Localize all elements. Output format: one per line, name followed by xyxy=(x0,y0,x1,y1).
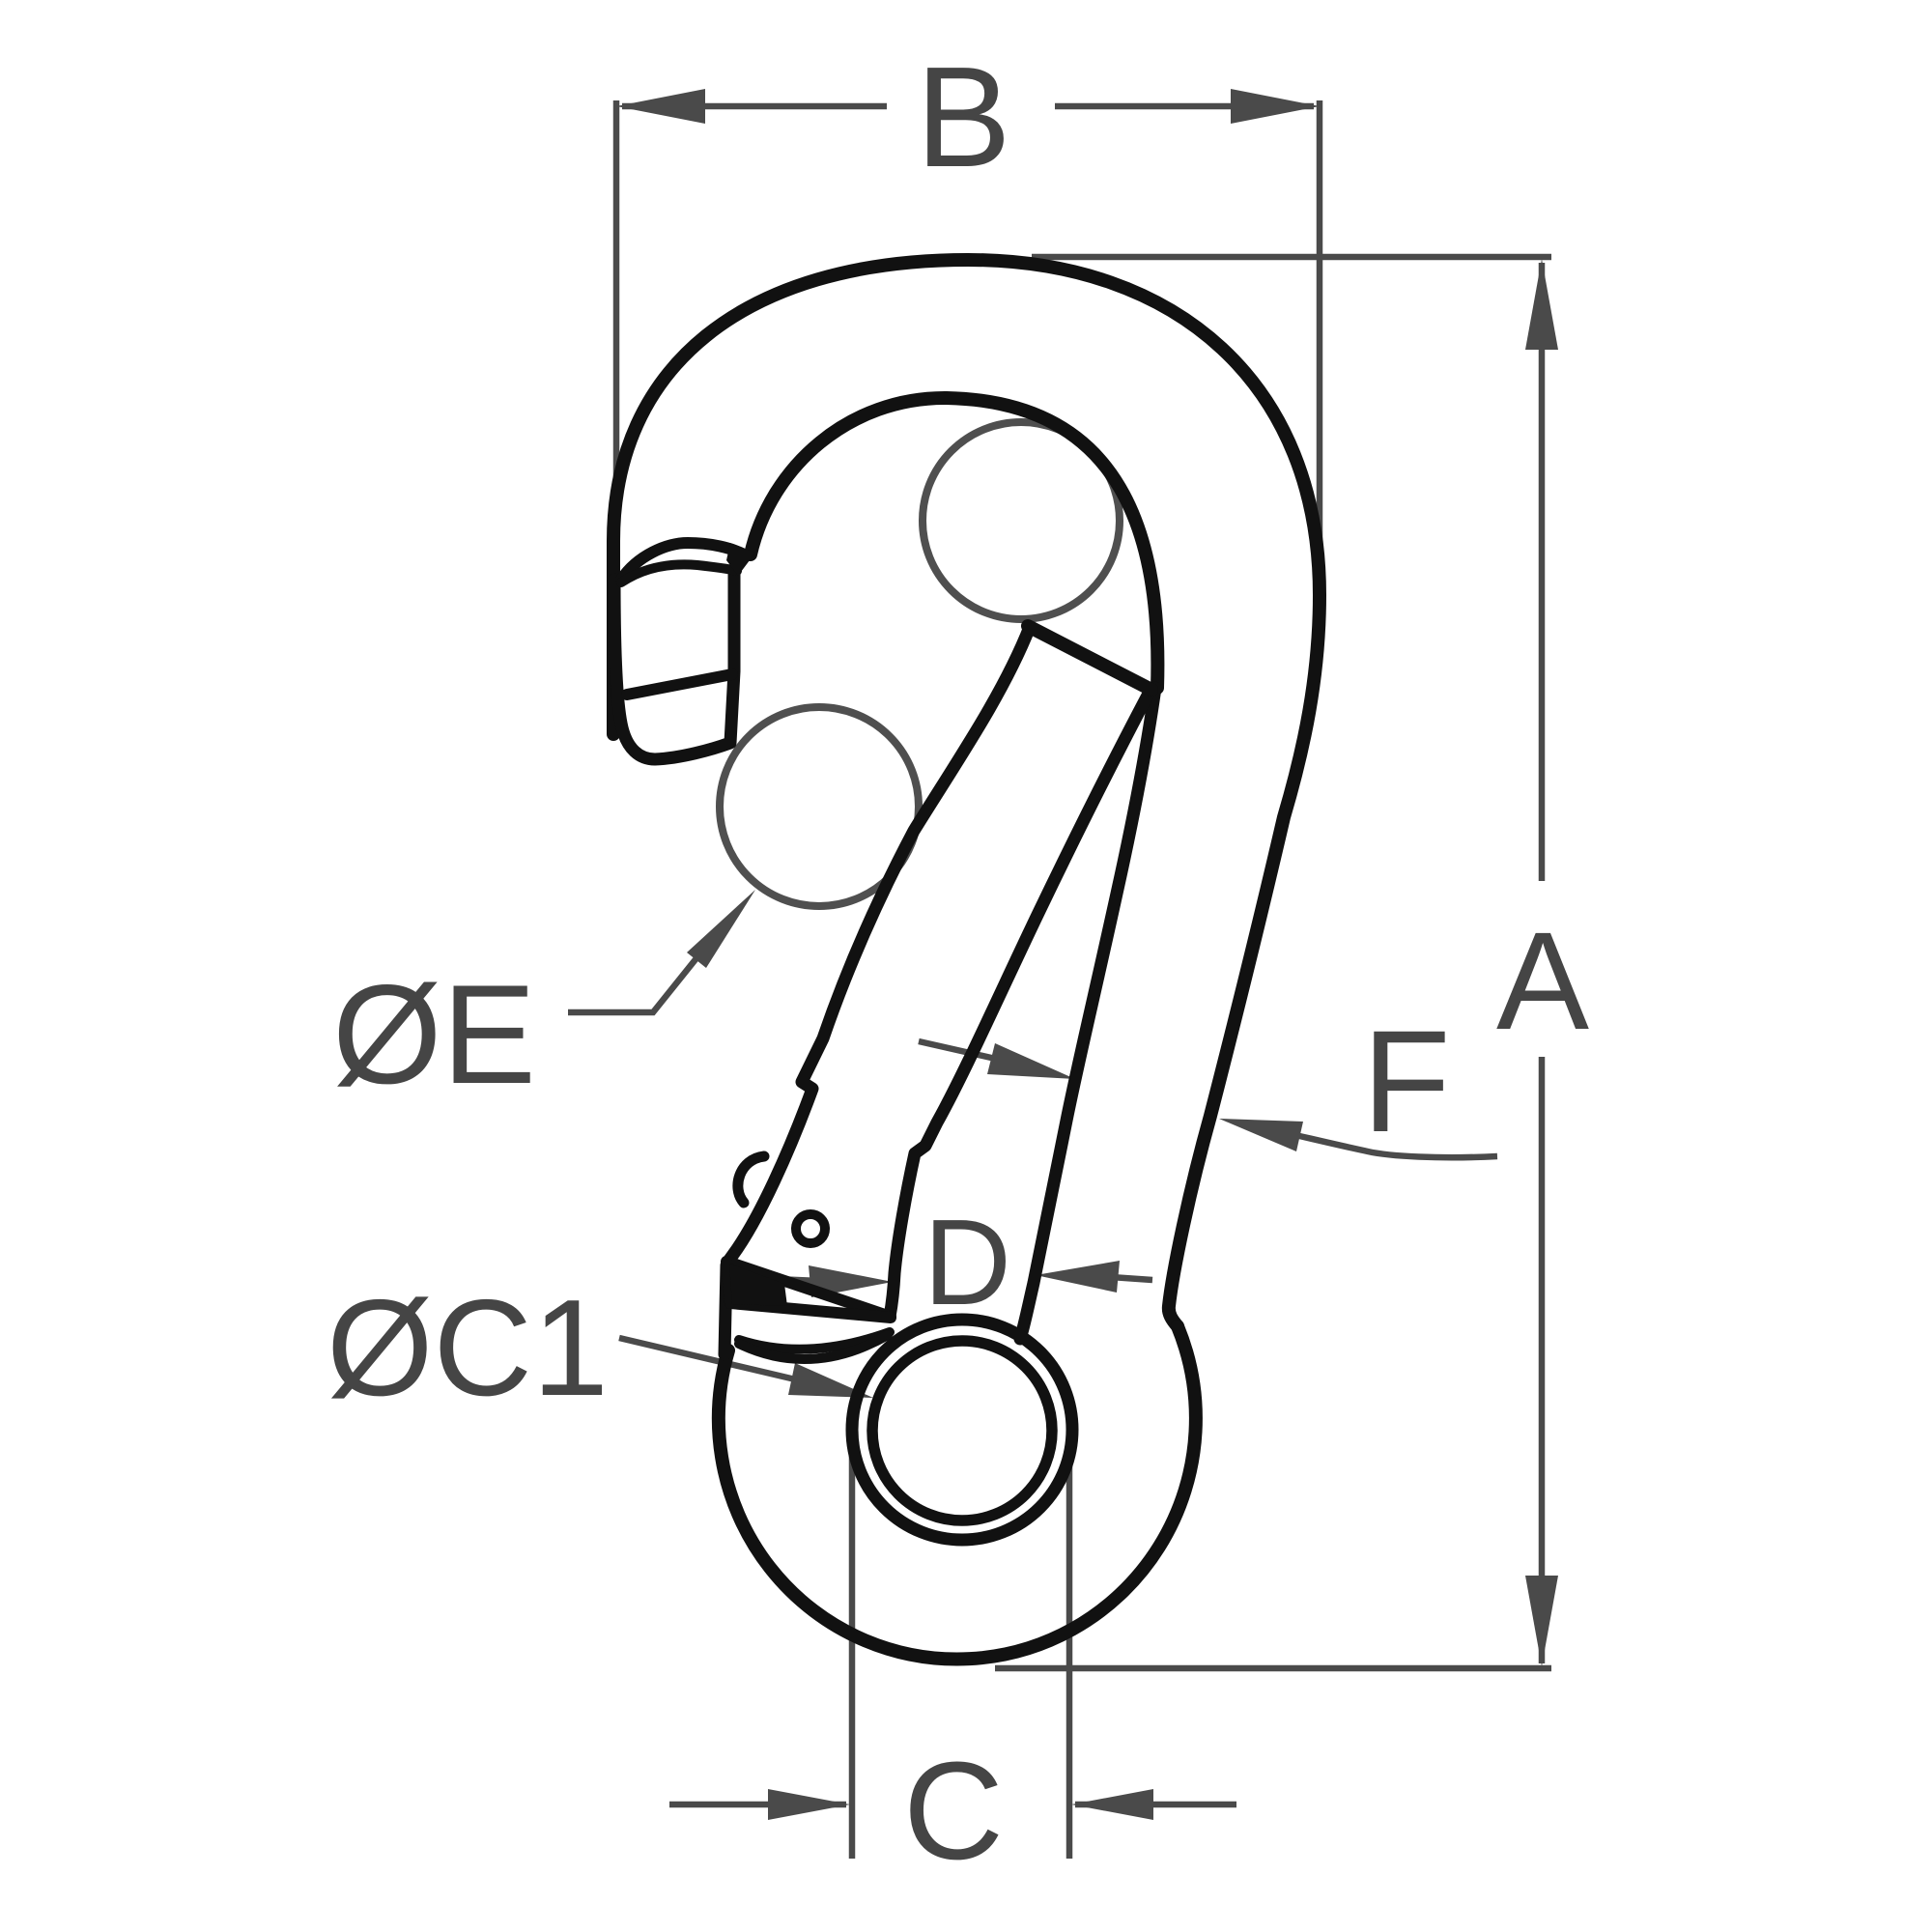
svg-text:C: C xyxy=(903,1733,1004,1889)
svg-text:ØC1: ØC1 xyxy=(327,1271,609,1425)
svg-text:D: D xyxy=(923,1194,1011,1330)
svg-text:F: F xyxy=(1362,1000,1451,1162)
svg-text:B: B xyxy=(916,38,1011,197)
svg-text:ØE: ØE xyxy=(332,955,536,1113)
svg-text:A: A xyxy=(1496,903,1589,1059)
